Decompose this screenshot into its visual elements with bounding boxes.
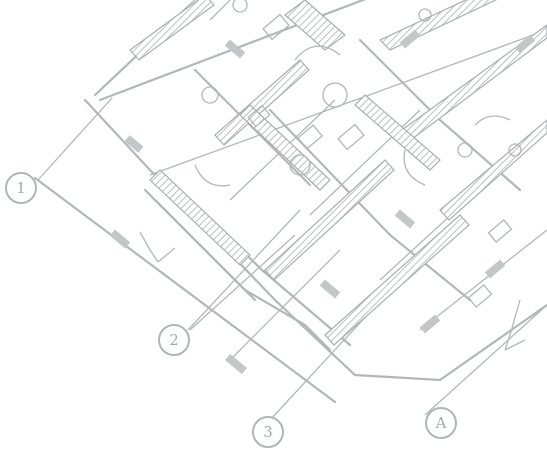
room-label-4 xyxy=(419,314,441,334)
grid-line-a xyxy=(33,176,337,404)
dimension-tick-1 xyxy=(157,247,176,263)
room-label-3 xyxy=(319,279,341,299)
axis-bubble-a: A xyxy=(425,407,457,439)
fixture-7 xyxy=(232,0,248,13)
door-swing-3 xyxy=(403,149,426,186)
fixture-3 xyxy=(322,82,348,108)
axis-bubble-3-label: 3 xyxy=(263,423,273,441)
room-label-7 xyxy=(124,135,144,153)
fixture-box-2 xyxy=(247,104,271,128)
fixture-4 xyxy=(418,8,432,22)
wall-hatch-2 xyxy=(214,59,310,146)
wall-hatch-4 xyxy=(324,214,470,346)
wall-hatch-3 xyxy=(264,159,395,281)
wall-hatch-7 xyxy=(439,119,547,221)
wall-hatch-9 xyxy=(239,104,331,191)
wall-hatch-10 xyxy=(354,94,441,171)
room-label-8 xyxy=(224,39,246,59)
wall-hatch-1 xyxy=(129,0,215,61)
dimension-mark-1 xyxy=(139,231,159,263)
grid-line-c xyxy=(149,29,547,176)
room-label-10 xyxy=(514,34,536,54)
axis-bubble-1-label: 1 xyxy=(16,179,26,197)
grid-line-2 xyxy=(187,209,301,331)
fixture-5 xyxy=(508,143,522,157)
room-divider-2 xyxy=(229,249,341,361)
inner-wall-b xyxy=(153,198,257,302)
room-label-9 xyxy=(399,29,421,49)
axis-bubble-2-label: 2 xyxy=(169,331,179,349)
fixture-box-1 xyxy=(262,13,290,41)
axis-bubble-a-label: A xyxy=(435,414,447,432)
fixture-box-5 xyxy=(487,219,513,243)
room-label-2 xyxy=(225,353,247,375)
fixture-box-6 xyxy=(467,284,493,308)
fixture-2 xyxy=(289,154,311,176)
grid-line-a2 xyxy=(424,304,547,416)
dimension-mark-3 xyxy=(209,0,231,21)
fixture-6 xyxy=(457,142,473,158)
dimension-marks xyxy=(139,0,526,351)
room-label-6 xyxy=(394,209,416,229)
room-divider-1 xyxy=(189,234,296,331)
axis-bubble-1: 1 xyxy=(5,172,37,204)
axis-bubble-2: 2 xyxy=(158,324,190,356)
outer-wall-south xyxy=(83,98,547,382)
wall-hatch-8 xyxy=(149,169,251,266)
fixtures xyxy=(194,0,522,308)
door-swing-2 xyxy=(194,164,231,187)
dimension-tick-2 xyxy=(504,339,526,351)
wall-hatch-11 xyxy=(284,0,346,51)
axis-bubble-3: 3 xyxy=(252,416,284,448)
grid-lines xyxy=(33,0,547,421)
room-divider-5 xyxy=(419,229,547,331)
door-swing-1 xyxy=(294,45,341,61)
fixture-box-3 xyxy=(296,124,324,150)
fixture-1 xyxy=(201,86,219,104)
grid-line-1 xyxy=(37,97,113,181)
room-label-5 xyxy=(484,259,506,279)
dimension-mark-2 xyxy=(504,299,521,351)
fixture-box-4 xyxy=(337,123,365,151)
door-swing-4 xyxy=(474,115,511,126)
outer-wall-west xyxy=(93,0,204,97)
hatched-walls xyxy=(129,0,547,346)
room-divider-3 xyxy=(309,109,421,216)
grid-line-b xyxy=(98,0,367,102)
inner-wall-d xyxy=(268,108,472,302)
room-labels xyxy=(109,29,536,375)
room-label-1 xyxy=(109,229,131,249)
